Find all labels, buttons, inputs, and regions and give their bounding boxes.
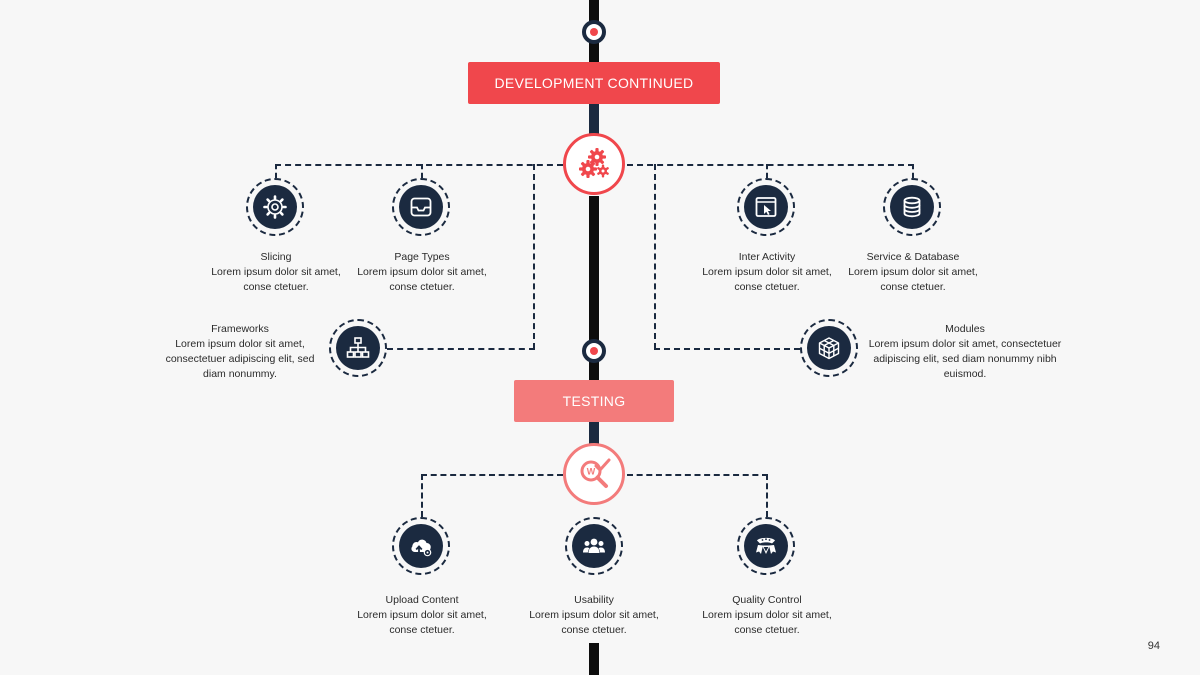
- connector: [654, 348, 800, 350]
- database-icon: [890, 185, 934, 229]
- connector: [387, 348, 535, 350]
- users-group-icon: [572, 524, 616, 568]
- development-banner: DEVELOPMENT CONTINUED: [468, 62, 720, 104]
- inbox-tray-icon: [399, 185, 443, 229]
- connector: [912, 164, 914, 178]
- usability-label: Usability Lorem ipsum dolor sit amet, co…: [514, 593, 674, 638]
- connector: [421, 474, 423, 517]
- timeline-dot-top: [582, 20, 606, 44]
- quality-control-node: [737, 517, 795, 575]
- slicing-label: Slicing Lorem ipsum dolor sit amet, cons…: [196, 250, 356, 295]
- timeline-spine-bottom: [589, 643, 599, 675]
- connector: [766, 474, 768, 517]
- frameworks-label: Frameworks Lorem ipsum dolor sit amet, c…: [160, 322, 320, 382]
- connector: [766, 164, 768, 178]
- frameworks-title: Frameworks: [211, 323, 269, 335]
- page-types-label: Page Types Lorem ipsum dolor sit amet, c…: [342, 250, 502, 295]
- upload-content-description: Lorem ipsum dolor sit amet, conse ctetue…: [357, 609, 487, 636]
- frameworks-description: Lorem ipsum dolor sit amet, consectetuer…: [165, 338, 315, 380]
- page-number: 94: [1147, 640, 1160, 652]
- connector: [275, 164, 277, 178]
- timeline-spine-upper: [589, 104, 599, 134]
- gear-icon: [253, 185, 297, 229]
- connector: [627, 474, 768, 476]
- gears-icon: [563, 133, 625, 195]
- frameworks-node: [329, 319, 387, 377]
- quality-control-label: Quality Control Lorem ipsum dolor sit am…: [687, 593, 847, 638]
- connector: [421, 474, 563, 476]
- connector: [275, 164, 563, 166]
- usability-description: Lorem ipsum dolor sit amet, conse ctetue…: [529, 609, 659, 636]
- timeline-spine-middle: [589, 196, 599, 380]
- page-types-description: Lorem ipsum dolor sit amet, conse ctetue…: [357, 266, 487, 293]
- connector: [533, 164, 535, 349]
- testing-banner: TESTING: [514, 380, 674, 422]
- modules-node: [800, 319, 858, 377]
- upload-content-node: [392, 517, 450, 575]
- usability-title: Usability: [574, 594, 614, 606]
- svg-text:W: W: [587, 467, 596, 477]
- upload-content-label: Upload Content Lorem ipsum dolor sit ame…: [342, 593, 502, 638]
- timeline-spine-lower: [589, 422, 599, 444]
- service-database-node: [883, 178, 941, 236]
- inter-activity-node: [737, 178, 795, 236]
- service-database-title: Service & Database: [866, 251, 960, 263]
- service-database-label: Service & Database Lorem ipsum dolor sit…: [833, 250, 993, 295]
- modules-title: Modules: [945, 323, 985, 335]
- inter-activity-title: Inter Activity: [738, 251, 796, 263]
- timeline-dot-middle: [582, 339, 606, 363]
- connector: [421, 164, 423, 178]
- usability-node: [565, 517, 623, 575]
- modules-description: Lorem ipsum dolor sit amet, consectetuer…: [868, 338, 1062, 380]
- connector: [654, 164, 656, 349]
- quality-control-title: Quality Control: [732, 594, 802, 606]
- service-database-description: Lorem ipsum dolor sit amet, conse ctetue…: [848, 266, 978, 293]
- cube-icon: [807, 326, 851, 370]
- sitemap-icon: [336, 326, 380, 370]
- connector: [627, 164, 914, 166]
- window-cursor-icon: [744, 185, 788, 229]
- inter-activity-description: Lorem ipsum dolor sit amet, conse ctetue…: [702, 266, 832, 293]
- web-check-magnifier-icon: W: [563, 443, 625, 505]
- upload-content-title: Upload Content: [385, 594, 459, 606]
- cloud-upload-icon: [399, 524, 443, 568]
- page-types-title: Page Types: [394, 251, 450, 263]
- inter-activity-label: Inter Activity Lorem ipsum dolor sit ame…: [687, 250, 847, 295]
- page-types-node: [392, 178, 450, 236]
- quality-badge-icon: [744, 524, 788, 568]
- quality-control-description: Lorem ipsum dolor sit amet, conse ctetue…: [702, 609, 832, 636]
- slicing-title: Slicing: [260, 251, 292, 263]
- slicing-node: [246, 178, 304, 236]
- slicing-description: Lorem ipsum dolor sit amet, conse ctetue…: [211, 266, 341, 293]
- modules-label: Modules Lorem ipsum dolor sit amet, cons…: [862, 322, 1068, 382]
